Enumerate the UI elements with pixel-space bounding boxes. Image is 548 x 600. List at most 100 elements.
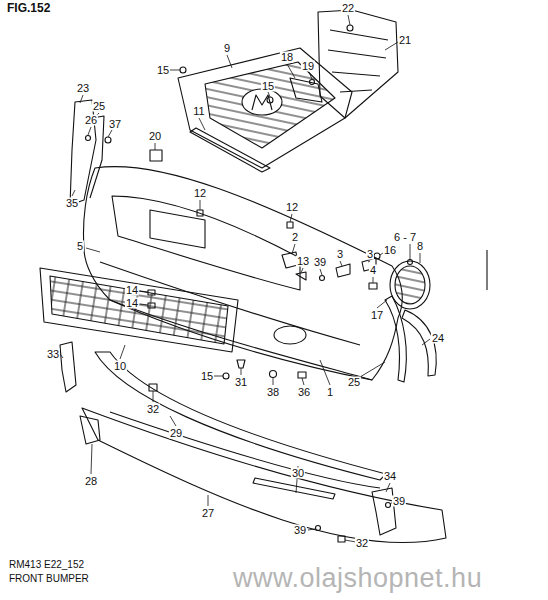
illustration-stroke	[150, 210, 205, 248]
callout-number: 35	[65, 198, 79, 209]
watermark: www.olajshopnet.hu	[232, 565, 483, 592]
callout-number: 6 - 7	[393, 232, 417, 243]
illustration-stroke	[347, 25, 353, 31]
illustration-stroke	[110, 412, 380, 488]
callout-number: 27	[201, 508, 215, 519]
illustration-stroke	[385, 296, 406, 382]
callout-number: 29	[169, 428, 183, 439]
illustration-stroke	[86, 136, 91, 141]
callout-number: 33	[46, 349, 60, 360]
callout-number: 15	[261, 81, 275, 92]
illustration-stroke	[60, 342, 76, 392]
illustration-stroke	[80, 416, 100, 444]
drawing-code: FRONT BUMPER	[8, 574, 90, 584]
callout-number: 32	[146, 404, 160, 415]
illustration-stroke	[390, 261, 430, 309]
callout-number: 39	[392, 496, 406, 507]
illustration-stroke	[82, 408, 446, 543]
illustration-stroke	[386, 503, 391, 508]
callout-number: 30	[291, 468, 305, 479]
callout-number: 20	[148, 131, 162, 142]
illustration-stroke	[252, 95, 272, 110]
callout-number: 22	[341, 3, 355, 14]
illustration-stroke	[274, 326, 306, 344]
illustration-stroke	[190, 128, 270, 172]
callout-number: 15	[200, 371, 214, 382]
illustration-stroke	[338, 536, 345, 542]
illustration-stroke	[90, 116, 104, 198]
illustration-stroke	[197, 210, 203, 216]
callout-number: 11	[192, 106, 205, 117]
callout-number: 19	[301, 61, 315, 72]
callout-number: 24	[431, 333, 445, 344]
illustration-stroke	[223, 373, 229, 379]
illustration-stroke	[408, 260, 413, 265]
illustration-stroke	[95, 352, 386, 480]
illustration-stroke	[320, 276, 325, 281]
callout-number: 34	[383, 471, 397, 482]
illustration-stroke	[148, 303, 155, 308]
illustration-stroke	[298, 372, 306, 378]
illustration-stroke	[310, 80, 315, 85]
illustration-stroke	[287, 222, 293, 228]
callout-number: 38	[266, 387, 280, 398]
illustration-stroke	[328, 30, 388, 92]
callout-number: 26	[84, 115, 98, 126]
callout-number: 39	[313, 257, 327, 268]
callout-number: 25	[347, 377, 361, 388]
illustration-stroke	[242, 89, 282, 115]
callout-number: 23	[76, 83, 90, 94]
illustration-stroke	[180, 67, 186, 73]
callout-number: 4	[369, 265, 377, 276]
illustration-stroke	[237, 360, 245, 368]
illustration-stroke	[105, 137, 111, 143]
callout-number: 10	[113, 361, 127, 372]
callout-number: 31	[234, 377, 248, 388]
illustration-stroke	[395, 266, 425, 304]
illustration-stroke	[253, 478, 335, 499]
callout-number: 3	[366, 249, 374, 260]
illustration-stroke	[178, 48, 352, 168]
illustration-stroke	[40, 10, 487, 543]
callout-number: 36	[297, 387, 311, 398]
callout-number: 32	[355, 538, 369, 549]
callout-number: 13	[296, 256, 310, 267]
callout-number: 1	[326, 387, 334, 398]
illustration-stroke	[148, 290, 155, 295]
callout-number: 18	[280, 52, 294, 63]
callout-number: 21	[398, 35, 412, 46]
illustration-stroke	[369, 283, 377, 289]
illustration-stroke	[270, 371, 277, 378]
illustration-stroke	[374, 253, 380, 259]
illustration-stroke	[336, 264, 350, 277]
callout-number: 8	[416, 241, 424, 252]
callout-number: 14	[125, 298, 139, 309]
callout-number: 39	[293, 525, 307, 536]
illustration-stroke	[50, 276, 228, 344]
callout-number: 37	[108, 119, 122, 130]
illustration-stroke	[150, 150, 162, 161]
callout-number: 2	[291, 232, 299, 243]
callout-number: 14	[125, 285, 139, 296]
illustration-stroke	[83, 167, 402, 380]
illustration-stroke	[290, 78, 322, 102]
illustration-stroke	[316, 526, 321, 531]
callout-number: 12	[285, 202, 299, 213]
illustration-stroke	[486, 250, 487, 290]
illustration-stroke	[100, 262, 360, 345]
illustration-stroke	[205, 62, 335, 148]
callout-number: 12	[193, 188, 207, 199]
callout-number: 3	[336, 249, 344, 260]
callout-number: 16	[383, 245, 397, 256]
illustration-stroke	[267, 97, 273, 103]
illustration-stroke	[296, 272, 306, 280]
callout-number: 25	[92, 101, 106, 112]
callout-number: 5	[76, 241, 84, 252]
callout-number: 15	[156, 65, 170, 76]
callout-number: 17	[370, 310, 384, 321]
illustration-stroke	[60, 15, 430, 542]
illustration-stroke	[40, 268, 238, 352]
figure-number: FIG.152	[6, 2, 51, 14]
drawing-code: RM413 E22_152	[8, 560, 85, 570]
